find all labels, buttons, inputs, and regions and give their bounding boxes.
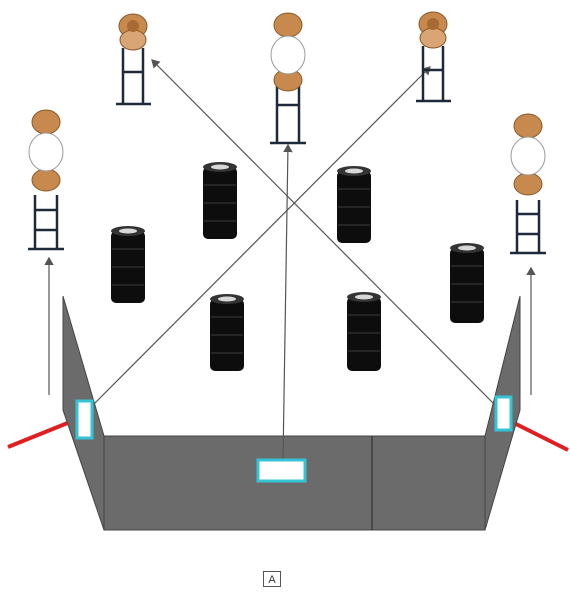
boundary-line-right [511, 420, 569, 452]
target-side-right [510, 113, 546, 255]
target-stand-icon [116, 48, 151, 106]
port-center [256, 458, 307, 483]
target-stand-icon [270, 78, 306, 145]
tire-stack-5 [210, 294, 244, 371]
port-left [75, 399, 94, 440]
tire-stack-3 [111, 226, 145, 303]
port-right [494, 395, 513, 432]
tire-stack-6 [347, 292, 381, 371]
target-side-left [28, 109, 64, 251]
figure-label: A [263, 571, 281, 587]
trajectory-right-to-left-target [151, 59, 503, 413]
target-back-left [116, 13, 151, 106]
barrier-front-wall [103, 435, 486, 531]
trajectory-left-to-right-target [85, 66, 431, 413]
tire-stack-4 [450, 243, 484, 323]
tire-stack-1 [203, 162, 237, 239]
tire-stack-2 [337, 166, 371, 243]
target-stand-icon [416, 46, 451, 103]
target-stand-icon [28, 195, 64, 251]
target-back-right [416, 11, 451, 103]
trajectory-center-to-center-target [282, 143, 293, 461]
target-stand-icon [510, 200, 546, 255]
target-back-center [270, 12, 306, 145]
